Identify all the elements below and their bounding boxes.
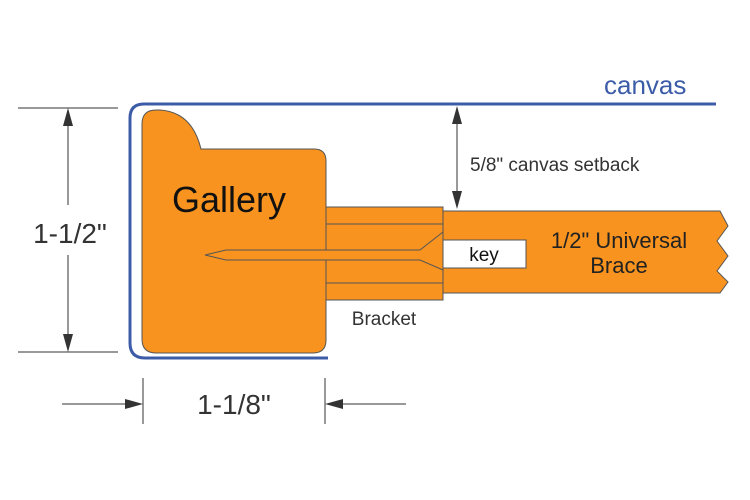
height-dim-label: 1-1/2" xyxy=(33,218,107,249)
arrow-down-icon xyxy=(63,334,73,352)
screw xyxy=(204,230,444,271)
canvas-label: canvas xyxy=(604,70,686,100)
brace-label-line1: 1/2" Universal xyxy=(551,228,687,253)
brace-label-line2: Brace xyxy=(590,253,647,278)
key-label: key xyxy=(469,245,499,266)
gallery-label: Gallery xyxy=(172,179,286,220)
arrow-left-icon xyxy=(325,399,343,409)
arrow-up-icon xyxy=(452,106,462,124)
gallery-profile xyxy=(141,109,327,354)
bracket-label: Bracket xyxy=(352,309,417,330)
arrow-up-icon xyxy=(63,108,73,126)
width-dim-label: 1-1/8" xyxy=(197,389,271,420)
key-slot xyxy=(442,239,527,269)
arrow-down-icon xyxy=(452,191,462,209)
setback-label: 5/8" canvas setback xyxy=(470,155,640,176)
canvas-line xyxy=(128,102,716,360)
arrow-right-icon xyxy=(125,399,143,409)
universal-brace xyxy=(442,210,729,294)
